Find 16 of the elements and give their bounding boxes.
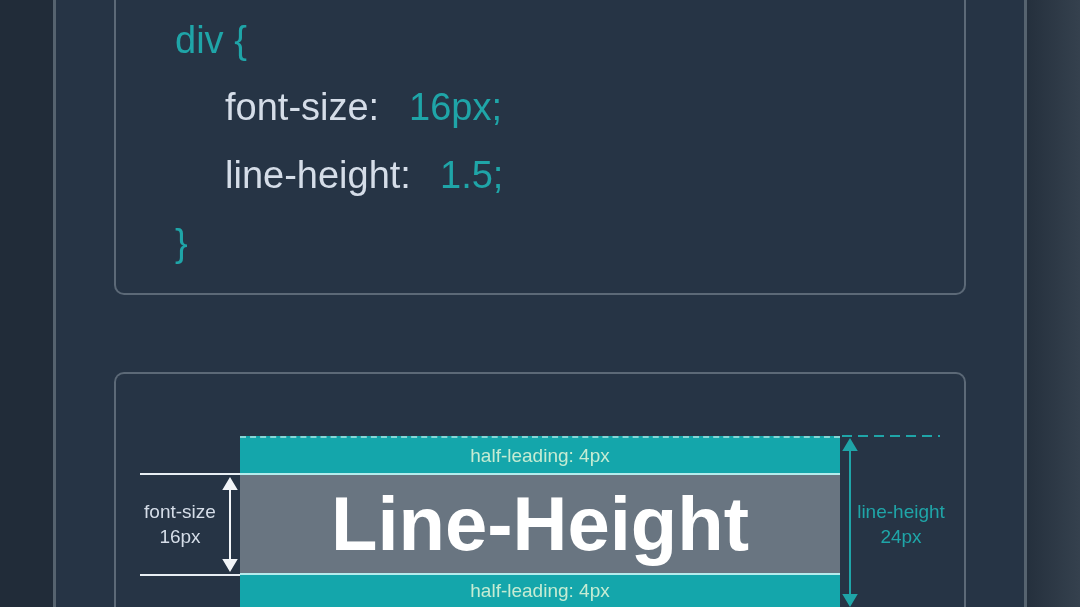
dimension-label: line-height 24px <box>856 500 946 549</box>
band-label: half-leading: 4px <box>470 445 610 467</box>
css-value: 16px; <box>409 85 502 129</box>
css-property: font-size: <box>225 85 380 129</box>
css-property: line-height: <box>225 153 411 197</box>
half-leading-band <box>240 575 840 607</box>
illustration-panel <box>114 372 966 607</box>
content-area-band <box>240 473 840 575</box>
code-panel <box>114 0 966 295</box>
css-selector: div { <box>175 18 247 62</box>
closing-brace: } <box>175 221 188 265</box>
half-leading-band <box>240 436 840 474</box>
dimension-label: font-size 16px <box>143 500 217 549</box>
css-value: 1.5; <box>440 153 504 197</box>
band-label: half-leading: 4px <box>470 580 610 602</box>
sample-text: Line-Height <box>331 480 749 568</box>
